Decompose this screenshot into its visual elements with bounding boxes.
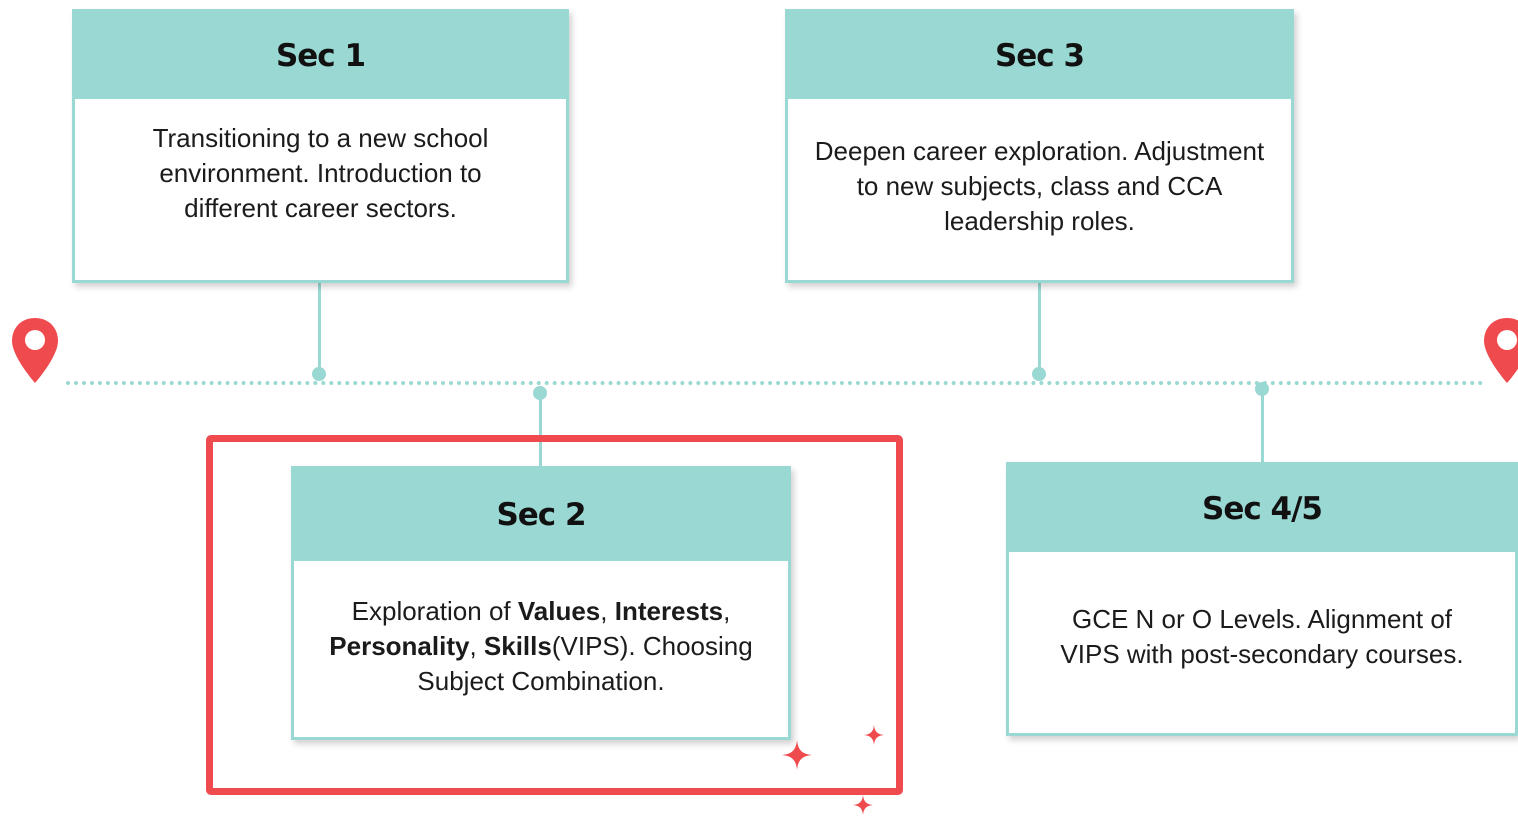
sparkle-icon	[782, 740, 812, 770]
connector-sec3	[1038, 280, 1041, 374]
sec2-text-5: (VIPS). Choosing Subject Combination.	[417, 630, 753, 696]
keyword-values: Values	[517, 595, 601, 626]
sec2-text-3: ,	[723, 595, 731, 626]
keyword-personality: Personality	[329, 630, 470, 661]
sec2-text-1: Exploration of	[351, 595, 518, 626]
connector-sec1	[318, 280, 321, 374]
stage-card-sec3: Sec 3 Deepen career exploration. Adjustm…	[785, 9, 1294, 283]
sec2-text-2: ,	[600, 595, 615, 626]
stage-description-sec2: Exploration of Values, Interests, Person…	[294, 561, 788, 731]
stage-title-sec45: Sec 4/5	[1009, 465, 1515, 552]
location-pin-icon	[12, 318, 58, 383]
stage-card-sec2: Sec 2 Exploration of Values, Interests, …	[291, 466, 791, 740]
stage-card-sec1: Sec 1 Transitioning to a new school envi…	[72, 9, 569, 283]
location-pin-icon	[1484, 318, 1518, 383]
connector-sec2	[539, 398, 542, 468]
sparkle-icon	[864, 725, 884, 745]
highlight-frame	[206, 435, 903, 795]
keyword-skills: Skills	[483, 630, 552, 661]
stage-title-sec3: Sec 3	[788, 12, 1291, 99]
stage-card-sec45: Sec 4/5 GCE N or O Levels. Alignment of …	[1006, 462, 1518, 736]
timeline-dot-sec45	[1255, 382, 1269, 396]
sec2-text-4: ,	[469, 630, 484, 661]
stage-title-sec2: Sec 2	[294, 469, 788, 561]
keyword-interests: Interests	[614, 595, 724, 626]
sparkle-icon	[853, 795, 873, 815]
stage-description-sec45: GCE N or O Levels. Alignment of VIPS wit…	[1060, 604, 1464, 669]
stage-title-sec1: Sec 1	[75, 12, 566, 99]
timeline-line	[66, 381, 1484, 385]
stage-description-sec3: Deepen career exploration. Adjustment to…	[814, 136, 1265, 236]
connector-sec45	[1261, 394, 1264, 464]
stage-description-sec1: Transitioning to a new school environmen…	[152, 123, 489, 223]
timeline-dot-sec2	[533, 386, 547, 400]
timeline-dot-sec1	[312, 367, 326, 381]
timeline-dot-sec3	[1032, 367, 1046, 381]
